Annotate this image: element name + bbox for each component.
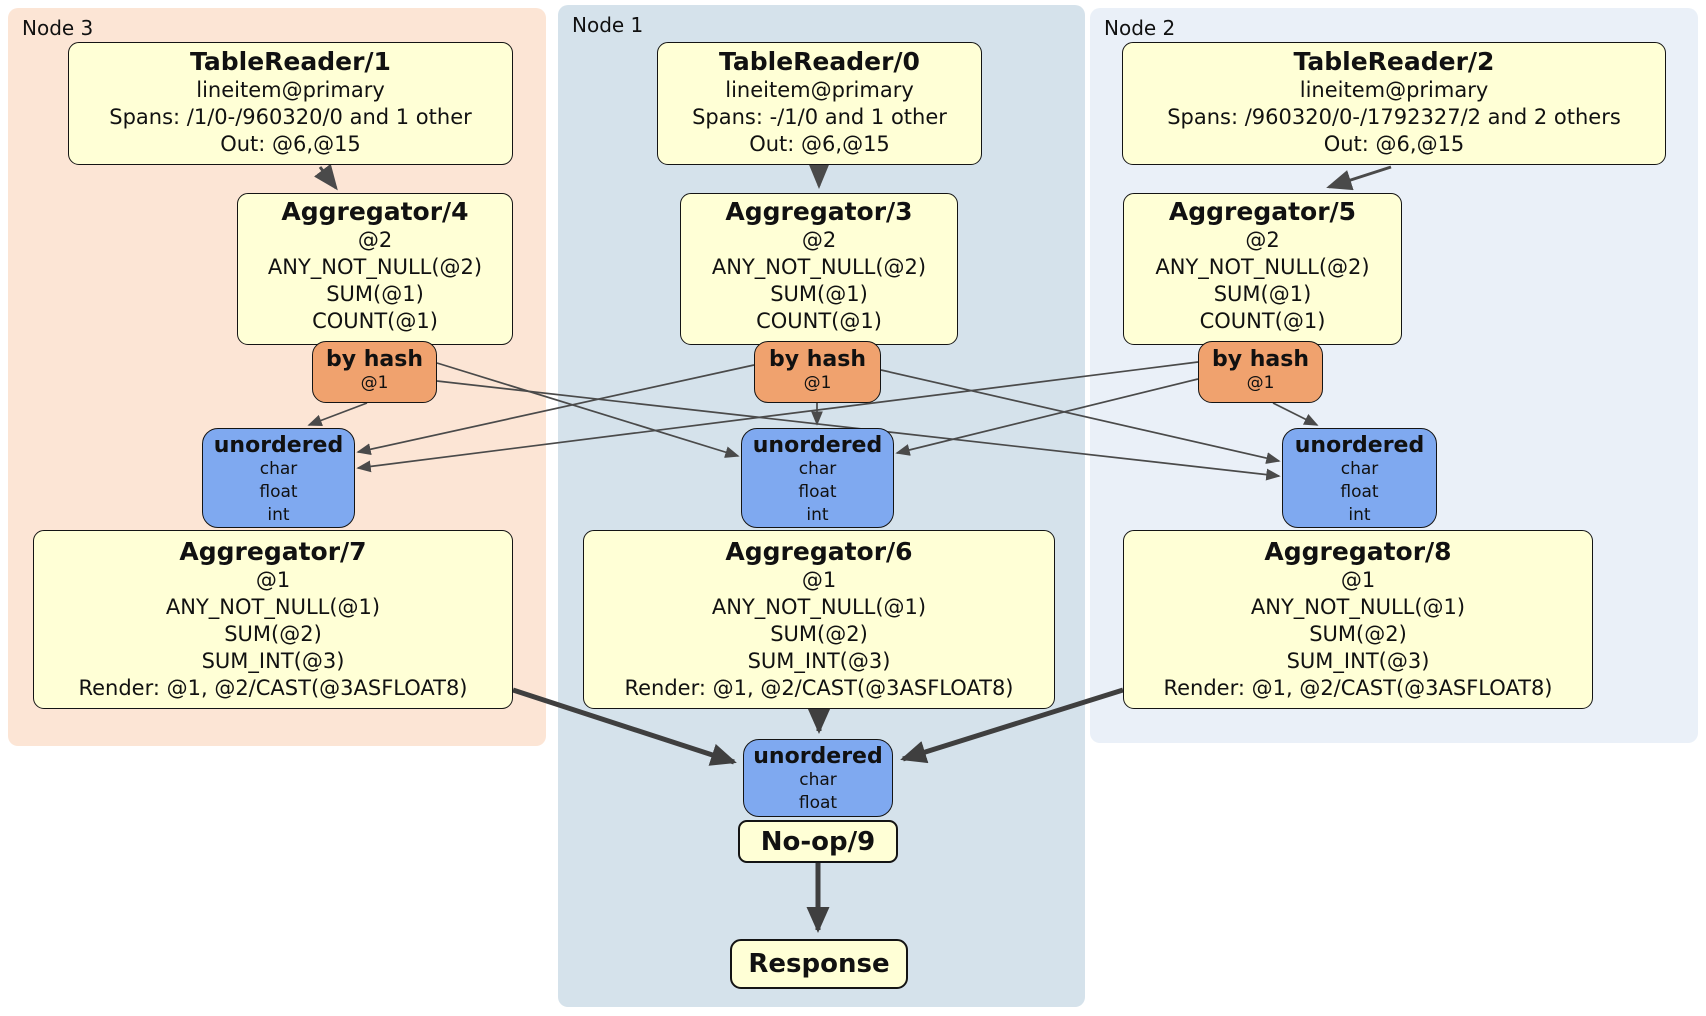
aggregator-3-box: Aggregator/3 @2 ANY_NOT_NULL(@2) SUM(@1)… [680, 193, 958, 345]
aggregator-4-box: Aggregator/4 @2 ANY_NOT_NULL(@2) SUM(@1)… [237, 193, 513, 345]
unordered-sync-node1: unordered char float int [741, 428, 894, 528]
edge-hash3-sync1 [436, 362, 740, 458]
processor-title: TableReader/2 [1293, 47, 1495, 76]
hash-router-node2: by hash @1 [1198, 341, 1323, 403]
edge-agg8-finalsync [900, 687, 1124, 764]
edge-hash1-sync2 [880, 369, 1281, 464]
processor-title: Aggregator/5 [1168, 197, 1357, 226]
node3-label: Node 3 [22, 16, 94, 40]
out-line: Out: @6,@15 [1323, 132, 1465, 156]
render-line: Render: @1, @2/CAST(@3ASFLOAT8) [1163, 676, 1553, 700]
processor-title: TableReader/0 [719, 47, 920, 76]
aggregator-7-box: Aggregator/7 @1 ANY_NOT_NULL(@1) SUM(@2)… [33, 530, 513, 709]
spans-line: Spans: /960320/0-/1792327/2 and 2 others [1167, 105, 1621, 129]
response-box: Response [730, 939, 908, 989]
spans-line: Spans: -/1/0 and 1 other [692, 105, 947, 129]
processor-title: Aggregator/8 [1264, 537, 1452, 566]
edge-hash3-sync3 [307, 402, 368, 427]
node1-label: Node 1 [572, 13, 644, 37]
edge-hash2-sync1 [895, 378, 1199, 456]
edge-tr1-agg4 [314, 163, 338, 191]
aggregator-8-box: Aggregator/8 @1 ANY_NOT_NULL(@1) SUM(@2)… [1123, 530, 1593, 709]
out-line: Out: @6,@15 [220, 132, 361, 156]
aggregator-5-box: Aggregator/5 @2 ANY_NOT_NULL(@2) SUM(@1)… [1123, 193, 1402, 345]
edge-hash2-sync3 [356, 361, 1199, 473]
render-line: Render: @1, @2/CAST(@3ASFLOAT8) [78, 676, 468, 700]
table-reader-1-box: TableReader/1 lineitem@primary Spans: /1… [68, 42, 513, 165]
processor-title: Aggregator/6 [725, 537, 913, 566]
noop-box: No-op/9 [738, 820, 898, 863]
edge-hash2-sync2 [1272, 402, 1319, 426]
edge-tr2-agg5 [1326, 165, 1392, 191]
hash-router-node3: by hash @1 [312, 341, 437, 403]
hash-router-node1: by hash @1 [754, 341, 881, 403]
unordered-sync-node3: unordered char float int [202, 428, 355, 528]
processor-title: Aggregator/7 [179, 537, 367, 566]
index-line: lineitem@primary [725, 78, 914, 102]
processor-title: Aggregator/4 [281, 197, 469, 226]
spans-line: Spans: /1/0-/960320/0 and 1 other [109, 105, 472, 129]
aggregator-6-box: Aggregator/6 @1 ANY_NOT_NULL(@1) SUM(@2)… [583, 530, 1055, 709]
processor-title: Aggregator/3 [725, 197, 913, 226]
unordered-sync-final: unordered char float [743, 739, 893, 817]
table-reader-2-box: TableReader/2 lineitem@primary Spans: /9… [1122, 42, 1666, 165]
edge-agg7-finalsync [512, 687, 737, 766]
unordered-sync-node2: unordered char float int [1282, 428, 1437, 528]
render-line: Render: @1, @2/CAST(@3ASFLOAT8) [624, 676, 1014, 700]
node2-label: Node 2 [1104, 16, 1176, 40]
index-line: lineitem@primary [196, 78, 385, 102]
processor-title: TableReader/1 [190, 47, 391, 76]
out-line: Out: @6,@15 [749, 132, 890, 156]
table-reader-0-box: TableReader/0 lineitem@primary Spans: -/… [657, 42, 982, 165]
index-line: lineitem@primary [1299, 78, 1489, 102]
edge-hash1-sync3 [356, 364, 755, 456]
